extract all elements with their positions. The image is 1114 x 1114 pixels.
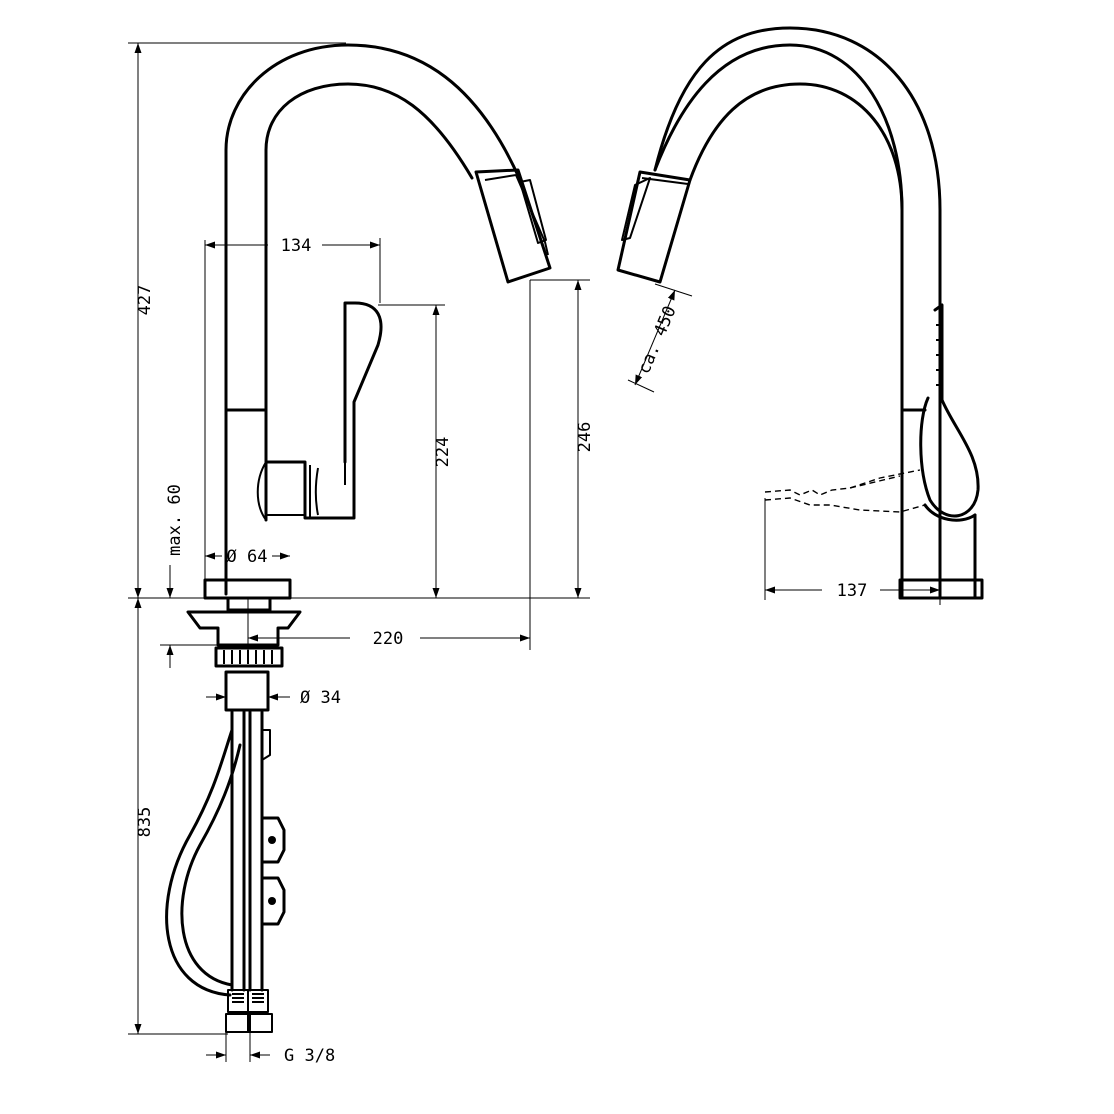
side-view-faucet (165, 43, 552, 1033)
dim-spout-outlet-height: 246 (575, 422, 595, 453)
dim-max-deck: max. 60 (165, 484, 185, 556)
dim-spout-reach: 220 (373, 629, 404, 649)
front-view-dimensions: ca. 450 137 (627, 283, 941, 605)
dim-body-diameter: Ø 64 (227, 547, 268, 567)
dim-lever-height: 224 (433, 437, 453, 468)
dim-hose-length: 835 (135, 807, 155, 838)
side-view-dimensions: 427 134 224 246 max. 60 Ø 64 220 Ø 34 83… (128, 42, 595, 1066)
dim-pull-out-length: ca. 450 (634, 303, 680, 377)
dim-connection-thread: G 3/8 (284, 1046, 335, 1066)
dim-lever-swing: 137 (837, 581, 868, 601)
dim-total-height: 427 (135, 285, 155, 316)
dim-spout-to-lever: 134 (281, 236, 312, 256)
front-view-faucet (616, 26, 984, 600)
dim-shank-diameter: Ø 34 (300, 688, 341, 708)
